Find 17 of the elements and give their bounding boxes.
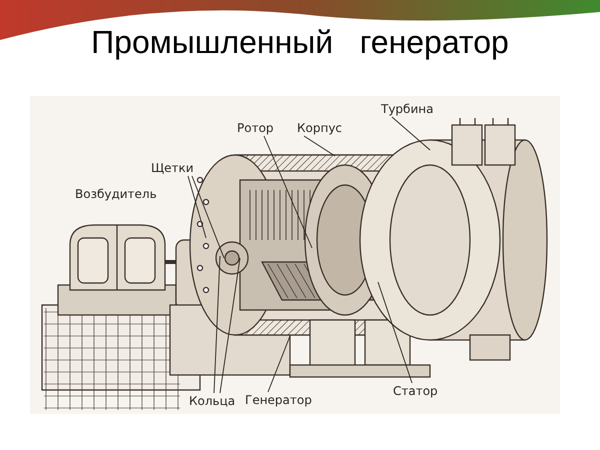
part-label: Турбина bbox=[380, 101, 444, 117]
part-label: Ротор bbox=[236, 120, 286, 136]
leader-line bbox=[264, 136, 312, 248]
part-label: Щетки bbox=[150, 160, 198, 176]
title: Промышленный генератор bbox=[90, 24, 510, 61]
leader-line bbox=[392, 116, 430, 150]
leader-line bbox=[268, 336, 290, 392]
part-label: Корпус bbox=[296, 120, 350, 136]
part-label: Генератор bbox=[244, 392, 324, 408]
leader-line bbox=[220, 258, 240, 394]
part-label: Статор bbox=[392, 383, 444, 399]
part-label: Возбудитель bbox=[74, 186, 158, 202]
leader-line bbox=[304, 136, 336, 156]
leader-line bbox=[188, 176, 206, 238]
leader-line bbox=[214, 256, 220, 394]
leader-line bbox=[192, 176, 224, 258]
leader-line bbox=[378, 282, 412, 384]
